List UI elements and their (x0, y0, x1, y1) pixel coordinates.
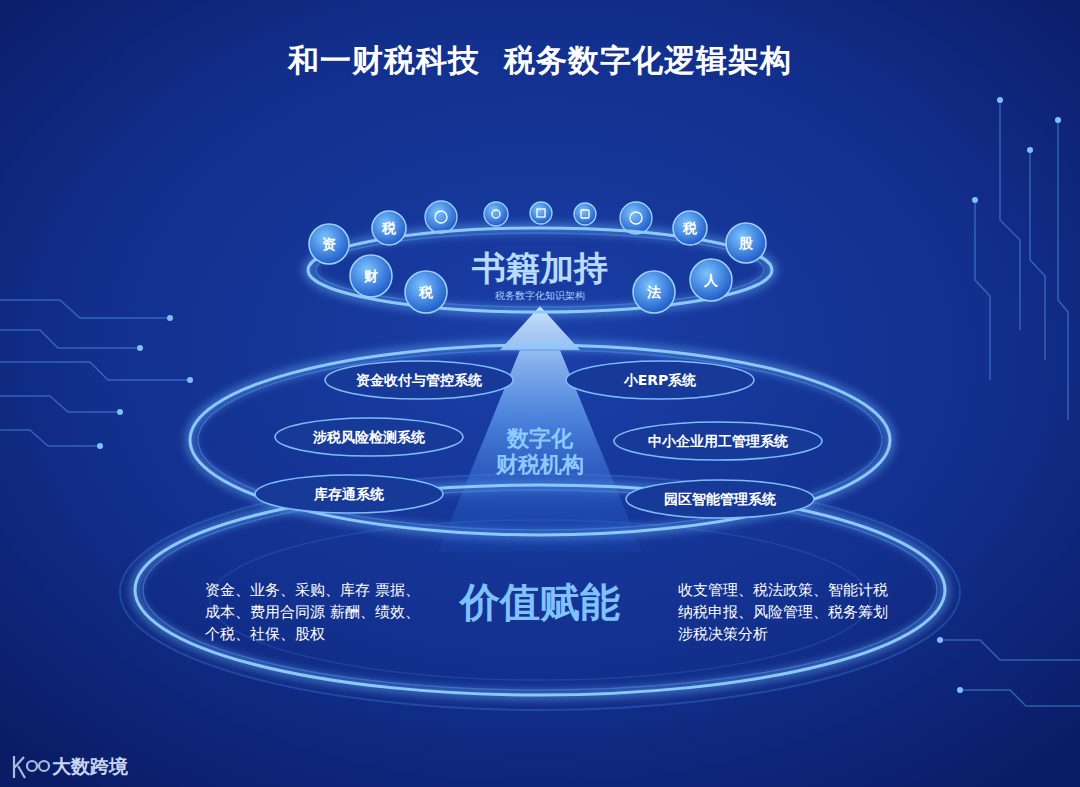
system-ellipse: 园区智能管理系统 (625, 479, 815, 519)
node-text: 小ERP系统 (624, 372, 697, 389)
ring-text-block: 资金、业务、采购、库存 票据、成本、费用合同源 薪酬、绩效、个税、社保、股权 (205, 580, 421, 645)
text-wrap: 数字化 财税机构 (492, 426, 589, 479)
node-content: 资金收付与管控系统 (324, 360, 514, 400)
text-wrap: 价值赋能 (460, 578, 620, 626)
ring-inner-line (143, 490, 937, 690)
watermark-logo (14, 756, 49, 778)
circle-shape (726, 223, 766, 263)
system-ellipse: 小ERP系统 (565, 360, 755, 400)
node-content: 小ERP系统 (565, 360, 755, 400)
ring-outline (190, 345, 890, 535)
node-text: 税 (683, 220, 697, 237)
system-ellipse: 中小企业用工管理系统 (613, 421, 823, 461)
node-content: 园区智能管理系统 (625, 479, 815, 519)
node-content: 税 (371, 210, 407, 246)
title-wrap: 和一财税科技 税务数字化逻辑架构 (0, 40, 1080, 82)
circle-shape (350, 255, 392, 297)
node-text: 园区智能管理系统 (664, 491, 776, 508)
ellipse-shape (275, 418, 463, 456)
ellipse-shape (566, 361, 754, 399)
node-text: 人 (704, 272, 718, 289)
watermark: 大数跨境 (52, 755, 128, 777)
keyword-circle: 资 (308, 223, 350, 265)
node-content: 人 (689, 258, 733, 302)
node-content: 税 (672, 210, 708, 246)
text-wrap: 税务数字化知识架构 (495, 290, 585, 302)
node-text: 涉税风险检测系统 (313, 429, 425, 446)
keyword-circle: 财 (349, 254, 393, 298)
top-ring: 书籍加持税务数字化知识架构资税税股财税法人 (300, 190, 780, 320)
node-text: 股 (739, 235, 753, 252)
node-text: 财 (364, 268, 378, 285)
keyword-circle: 法 (632, 270, 676, 314)
node-content: 法 (632, 270, 676, 314)
node-content: 库存通系统 (254, 474, 444, 514)
node-content: 财 (349, 254, 393, 298)
node-text: 法 (647, 284, 661, 301)
keyword-circle: 股 (725, 222, 767, 264)
node-text: 资 (322, 236, 336, 253)
system-ellipse: 涉税风险检测系统 (274, 417, 464, 457)
bottom-ring: 价值赋能资金、业务、采购、库存 票据、成本、费用合同源 薪酬、绩效、个税、社保、… (120, 470, 960, 720)
circle-shape (372, 211, 406, 245)
ring-inner-line (198, 350, 882, 530)
circle-shape (309, 224, 349, 264)
system-ellipse: 资金收付与管控系统 (324, 360, 514, 400)
circuit-lines (0, 100, 1080, 706)
text-wrap: 收支管理、税法政策、智能计税 纳税申报、风险管理、税务筹划 涉税决策分析 (678, 580, 894, 645)
ring-text-block: 收支管理、税法政策、智能计税 纳税申报、风险管理、税务筹划 涉税决策分析 (678, 580, 894, 645)
middle-ring: 数字化 财税机构 资金收付与管控系统 小ERP系统涉税风险检测系统 中小企业用工管理系… (180, 335, 900, 545)
ellipse-shape (325, 361, 513, 399)
node-text: 库存通系统 (314, 486, 384, 503)
circle-shape (633, 271, 675, 313)
node-content: 中小企业用工管理系统 (613, 421, 823, 461)
node-text: 税 (382, 220, 396, 237)
circle-shape (673, 211, 707, 245)
text-wrap: 资金、业务、采购、库存 票据、成本、费用合同源 薪酬、绩效、个税、社保、股权 (205, 580, 421, 645)
ellipse-shape (255, 475, 443, 513)
node-content: 资 (308, 223, 350, 265)
keyword-circle: 税 (371, 210, 407, 246)
ring-outline (135, 485, 945, 695)
circle-shape (690, 259, 732, 301)
upward-arrow (438, 306, 642, 552)
circle-shape (405, 271, 447, 313)
node-text: 中小企业用工管理系统 (648, 433, 788, 450)
keyword-circle: 税 (404, 270, 448, 314)
ring-heading: 价值赋能 (460, 578, 620, 626)
circuit-dots (97, 97, 1061, 693)
text-wrap: 书籍加持 (472, 248, 608, 289)
node-content: 涉税风险检测系统 (274, 417, 464, 457)
ring-heading: 书籍加持 (472, 248, 608, 289)
system-ellipse: 库存通系统 (254, 474, 444, 514)
keyword-circle: 人 (689, 258, 733, 302)
keyword-circle: 税 (672, 210, 708, 246)
node-content: 税 (404, 270, 448, 314)
node-text: 税 (419, 284, 433, 301)
ring-subtitle: 税务数字化知识架构 (495, 290, 585, 302)
node-text: 资金收付与管控系统 (356, 372, 482, 389)
diagram-title: 和一财税科技 税务数字化逻辑架构 (288, 42, 792, 78)
ellipse-shape (614, 422, 822, 460)
watermark-wrap: 大数跨境 (52, 754, 128, 780)
ring-heading: 数字化 财税机构 (492, 426, 589, 479)
node-content: 股 (725, 222, 767, 264)
ellipse-shape (626, 480, 814, 518)
